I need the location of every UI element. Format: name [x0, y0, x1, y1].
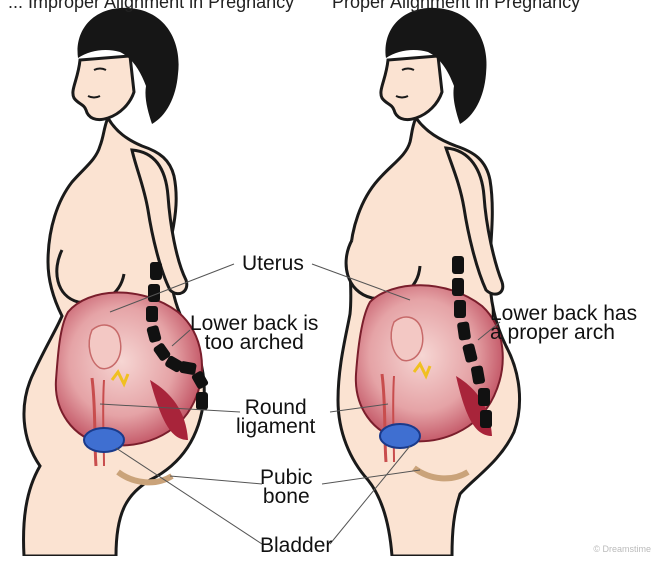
caption-right: Proper Alignment in Pregnancy	[332, 0, 580, 13]
label-lower-back-proper: Lower back has a proper arch	[490, 304, 637, 342]
face-right	[381, 56, 442, 120]
figure-right	[338, 8, 520, 556]
caption-left: ... Improper Alignment in Pregnancy	[8, 0, 294, 13]
label-bladder: Bladder	[260, 536, 332, 555]
label-pubic-bone: Pubic bone	[260, 468, 313, 506]
label-round-ligament: Round ligament	[236, 398, 315, 436]
bladder-left	[84, 428, 124, 452]
face-left	[73, 56, 134, 120]
figure-left	[24, 8, 210, 556]
label-lower-back-arched: Lower back is too arched	[190, 314, 318, 352]
label-uterus: Uterus	[242, 254, 304, 273]
watermark: © Dreamstime	[593, 544, 651, 554]
bladder-right	[380, 424, 420, 448]
